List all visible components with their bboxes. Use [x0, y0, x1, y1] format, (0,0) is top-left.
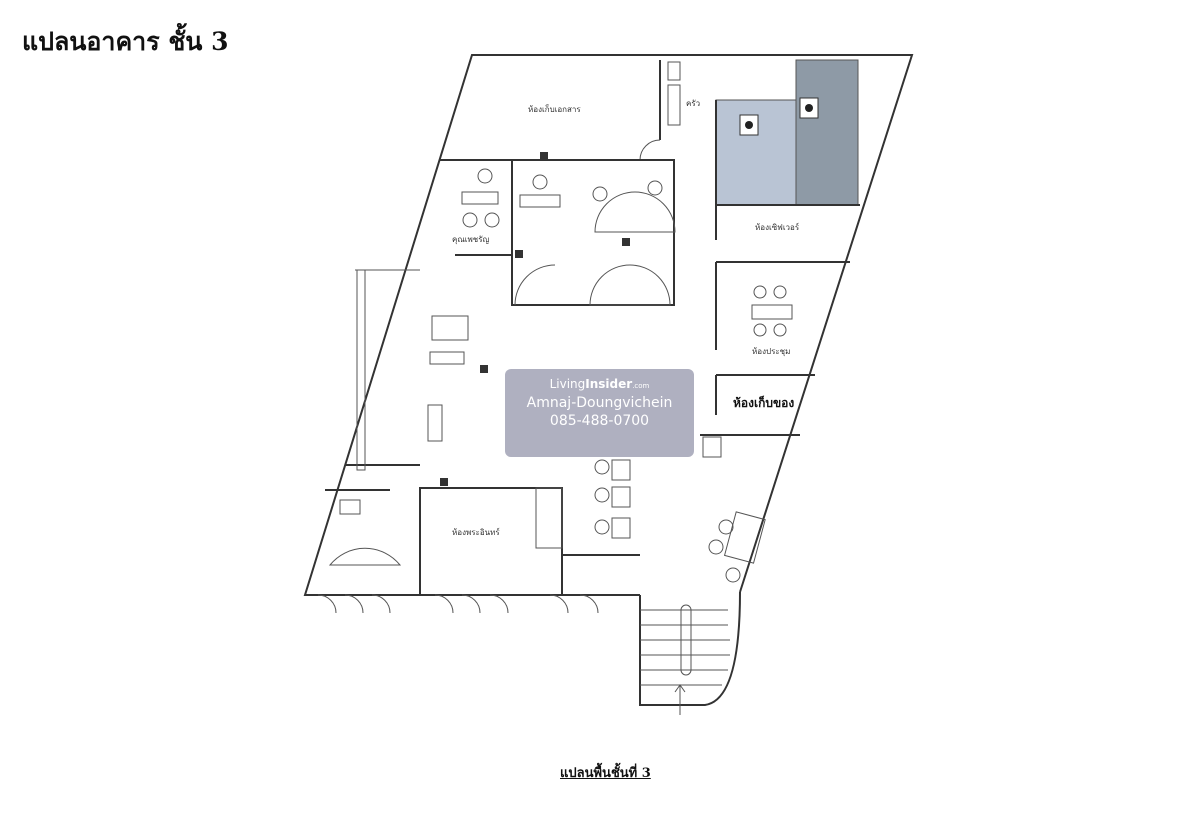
- watermark-brand: LivingInsider.com: [549, 377, 650, 391]
- restroom-men: [795, 59, 859, 206]
- room-label-meeting: ห้องประชุม: [752, 347, 790, 356]
- room-label-storage: ห้องเก็บของ: [733, 395, 794, 410]
- stairs: [639, 591, 741, 706]
- plan-caption: แปลนพื้นชั้นที่ 3: [560, 766, 651, 781]
- room-label-kitchen: ครัว: [686, 99, 700, 108]
- door: [639, 139, 661, 161]
- watermark: LivingInsider.com Amnaj-Doungvichein 085…: [505, 369, 694, 457]
- watermark-phone: 085-488-0700: [549, 413, 650, 429]
- room-label-shrine: ห้องพระอินทร์: [452, 527, 500, 537]
- room-label-person: คุณเพชรัญ: [452, 235, 490, 244]
- room-label-document: ห้องเก็บเอกสาร: [528, 104, 581, 114]
- watermark-name: Amnaj-Doungvichein: [526, 395, 673, 411]
- restroom-icon: [805, 104, 813, 112]
- page-title: แปลนอาคาร ชั้น 3: [22, 27, 229, 56]
- shrine-room-walls: [419, 487, 563, 596]
- outer-wall: [303, 54, 914, 596]
- restroom-icon: [745, 121, 753, 129]
- room-label-server: ห้องเซิฟเวอร์: [755, 222, 800, 232]
